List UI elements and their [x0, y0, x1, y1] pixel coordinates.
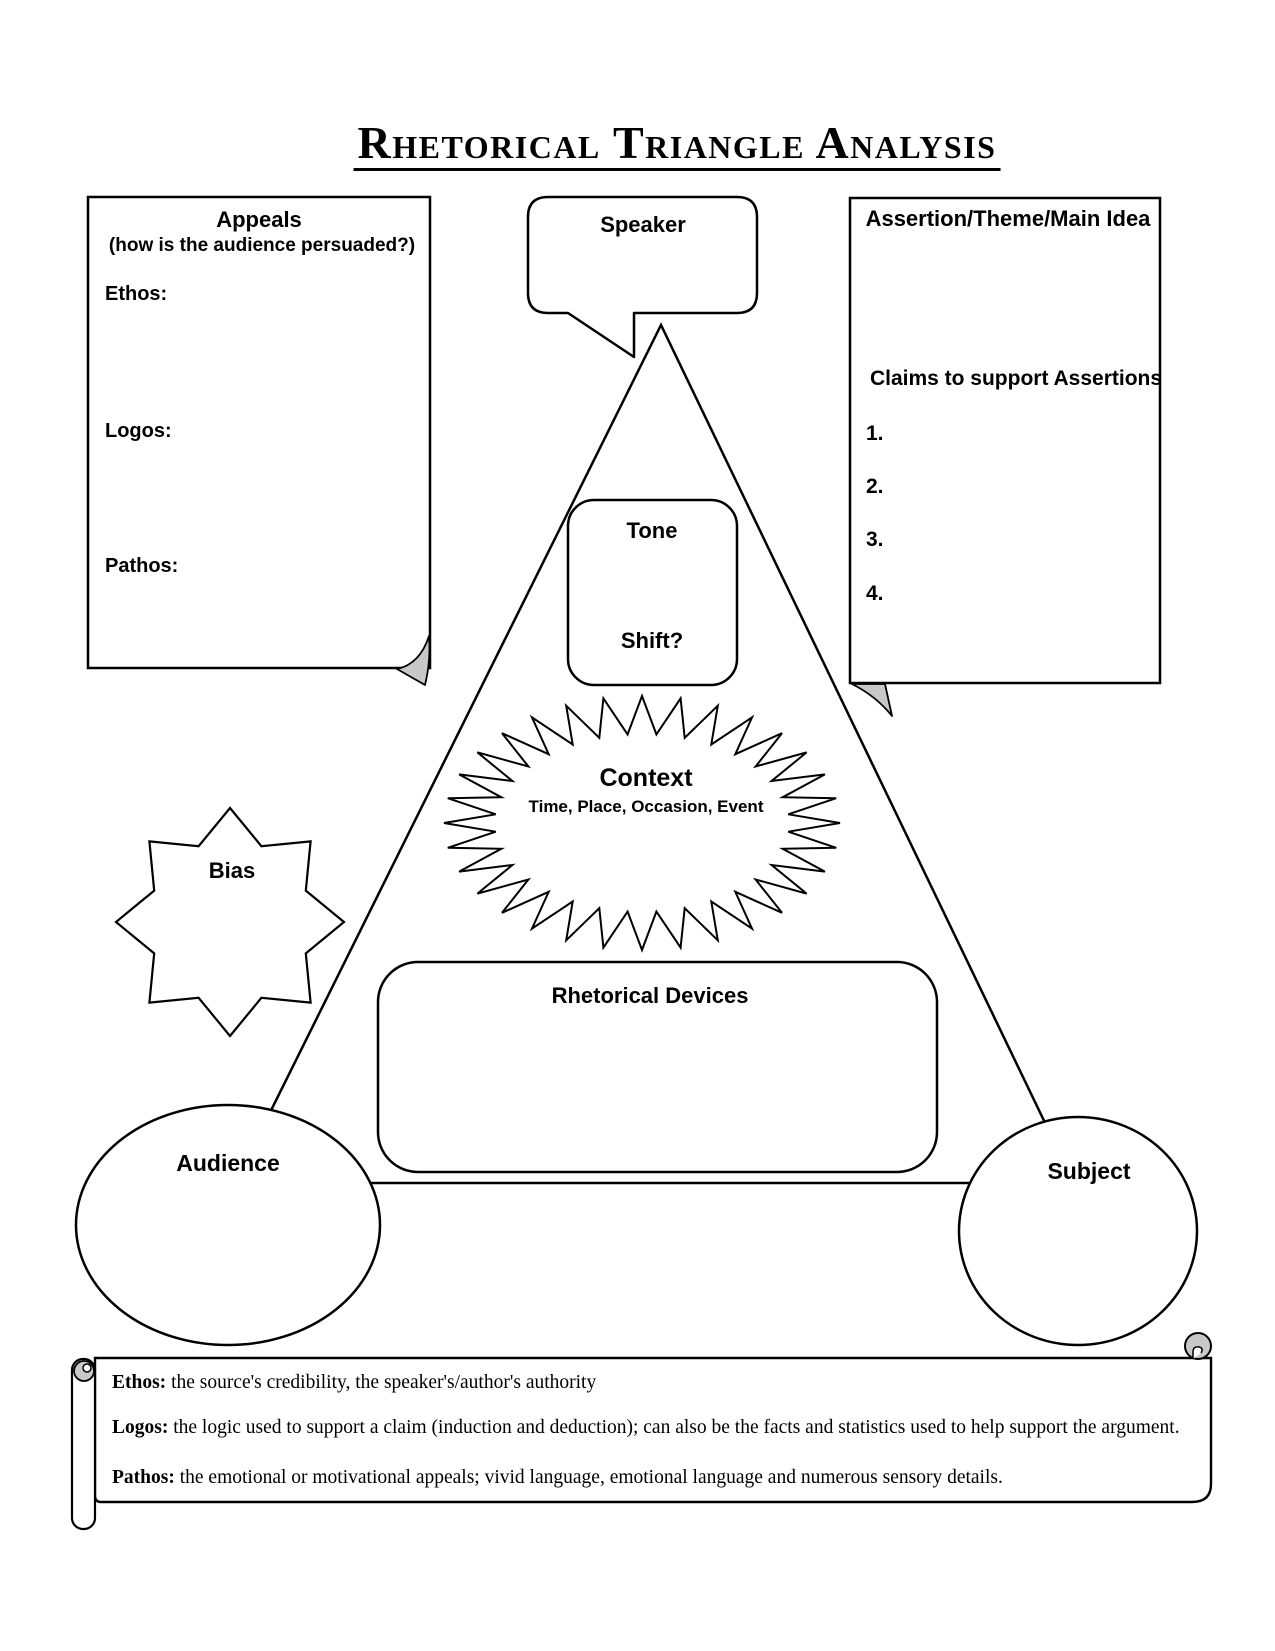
- appeals-heading: Appeals: [216, 207, 302, 232]
- assertion-box-shape: [848, 196, 1162, 685]
- audience-ellipse-shape: [74, 1103, 382, 1347]
- scroll-right-curl-detail: [1192, 1346, 1203, 1359]
- claims-heading: Claims to support Assertions: [869, 367, 1163, 390]
- assertion-heading: Assertion/Theme/Main Idea: [865, 206, 1151, 231]
- appeals-box-fold-corner: [396, 635, 431, 686]
- context-burst-shape: [443, 693, 841, 953]
- pathos-term: Pathos:: [112, 1467, 175, 1488]
- shift-label: Shift?: [620, 628, 684, 653]
- ethos-term: Ethos:: [112, 1372, 167, 1393]
- pathos-field-label: Pathos:: [105, 555, 179, 577]
- assertion-box-fold-corner: [851, 683, 893, 717]
- rhetorical-triangle-shape: [232, 322, 1076, 1185]
- bias-label: Bias: [208, 858, 256, 883]
- ethos-definition-text: the source's credibility, the speaker's/…: [166, 1372, 597, 1393]
- subject-ellipse-shape: [957, 1115, 1199, 1347]
- claim-number-4: 4.: [866, 582, 884, 605]
- logos-field-label: Logos:: [105, 420, 172, 442]
- ethos-definition: Ethos: the source's credibility, the spe…: [112, 1371, 596, 1394]
- devices-box-shape: [376, 960, 939, 1174]
- logos-definition: Logos: the logic used to support a claim…: [112, 1416, 1180, 1439]
- pathos-definition-text: the emotional or motivational appeals; v…: [174, 1467, 1003, 1488]
- subject-label: Subject: [1047, 1158, 1131, 1184]
- scroll-left-curl-detail: [82, 1363, 92, 1373]
- tone-label: Tone: [626, 518, 678, 543]
- claim-number-1: 1.: [866, 422, 884, 445]
- scroll-left-roll-shape: [70, 1357, 97, 1531]
- logos-definition-text: the logic used to support a claim (induc…: [168, 1417, 1180, 1438]
- logos-term: Logos:: [112, 1417, 169, 1438]
- bias-star-shape: [114, 806, 346, 1038]
- page-title: Rhetorical Triangle Analysis: [353, 118, 1001, 172]
- scroll-right-curl: [1184, 1332, 1212, 1360]
- ethos-field-label: Ethos:: [105, 283, 168, 305]
- context-heading: Context: [599, 764, 693, 792]
- devices-label: Rhetorical Devices: [551, 983, 749, 1008]
- context-subheading: Time, Place, Occasion, Event: [528, 797, 764, 816]
- tone-box-shape: [566, 498, 739, 687]
- audience-label: Audience: [176, 1150, 280, 1176]
- speaker-bubble-shape: [526, 195, 759, 359]
- speaker-label: Speaker: [600, 212, 686, 237]
- claim-number-3: 3.: [866, 528, 884, 551]
- pathos-definition: Pathos: the emotional or motivational ap…: [112, 1466, 1003, 1489]
- claim-number-2: 2.: [866, 475, 884, 498]
- appeals-box-shape: [86, 195, 432, 670]
- appeals-subheading: (how is the audience persuaded?): [108, 235, 416, 256]
